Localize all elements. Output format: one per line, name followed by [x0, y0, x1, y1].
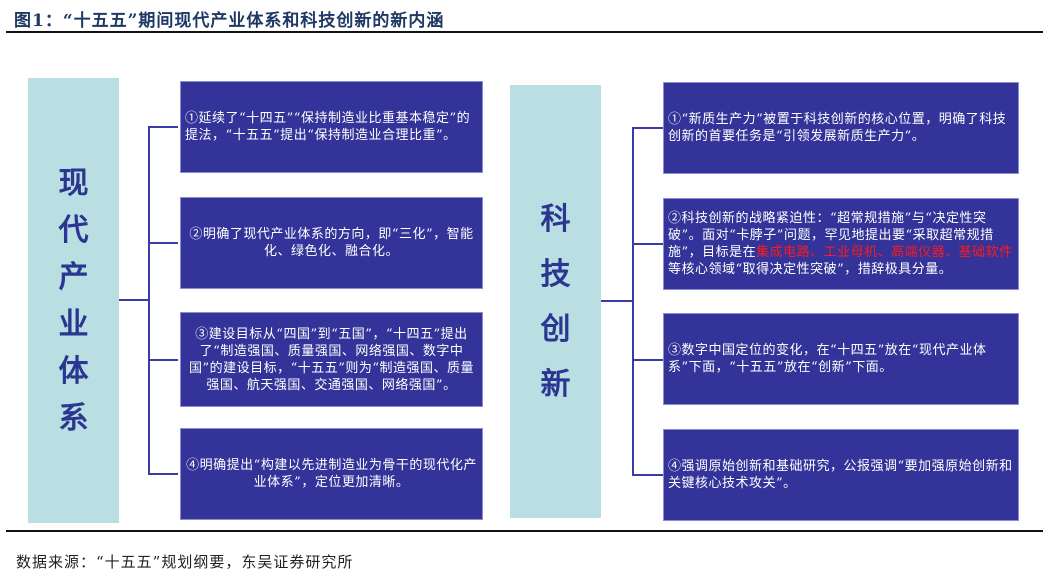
connector-branch — [632, 474, 663, 476]
label-modern-industrial-system: 现 代 产 业 体 系 — [28, 78, 119, 523]
item-text: ②科技创新的战略紧迫性：“超常规措施”与“决定性突破”。面对“卡脖子”问题，罕见… — [668, 210, 1014, 278]
label-char: 现 — [58, 165, 89, 201]
innovation-item-1: ①“新质生产力”被置于科技创新的核心位置，明确了科技创新的首要任务是“引领发展新… — [663, 82, 1019, 174]
label-tech-innovation: 科 技 创 新 — [510, 85, 601, 518]
connector-branch — [148, 359, 178, 361]
connector-branch — [148, 126, 178, 128]
connector-branch — [632, 243, 663, 245]
item-text: ①延续了“十四五”“保持制造业比重基本稳定”的提法，“十五五”提出“保持制造业合… — [185, 111, 471, 143]
industry-item-2: ②明确了现代产业体系的方向，即“三化”，智能化、绿色化、融合化。 — [180, 197, 483, 289]
connector-branch — [148, 242, 178, 244]
connector-stem — [601, 300, 633, 302]
connector-stem — [119, 299, 149, 301]
label-char: 技 — [540, 256, 571, 292]
item-text: ④强调原始创新和基础研究，公报强调“要加强原始创新和关键核心技术攻关”。 — [668, 459, 1013, 491]
item-text: ③数字中国定位的变化，在“十四五”放在“现代产业体系”下面，“十五五”放在“创新… — [668, 343, 987, 375]
label-char: 创 — [540, 311, 571, 347]
data-source-note: 数据来源：“十五五”规划纲要，东吴证券研究所 — [16, 553, 354, 571]
item-text: ①“新质生产力”被置于科技创新的核心位置，明确了科技创新的首要任务是“引领发展新… — [668, 112, 1007, 144]
connector-spine — [148, 126, 150, 474]
bottom-divider — [6, 530, 1043, 532]
item-text: ④明确提出“构建以先进制造业为骨干的现代化产业体系”，定位更加清晰。 — [186, 458, 477, 490]
innovation-item-4: ④强调原始创新和基础研究，公报强调“要加强原始创新和关键核心技术攻关”。 — [663, 429, 1019, 521]
label-char: 新 — [540, 366, 571, 402]
label-char: 代 — [58, 212, 89, 248]
industry-item-4: ④明确提出“构建以先进制造业为骨干的现代化产业体系”，定位更加清晰。 — [180, 428, 483, 520]
label-char: 业 — [58, 306, 89, 342]
highlight-key-fields: 集成电路、工业母机、高端仪器、基础软件 — [756, 245, 1013, 260]
connector-branch — [632, 127, 663, 129]
top-divider — [6, 31, 1043, 33]
item-text: ②明确了现代产业体系的方向，即“三化”，智能化、绿色化、融合化。 — [189, 227, 474, 259]
industry-item-3: ③建设目标从“四国”到“五国”，“十四五”提出了“制造强国、质量强国、网络强国、… — [180, 312, 483, 407]
connector-spine — [632, 127, 634, 476]
innovation-item-3: ③数字中国定位的变化，在“十四五”放在“现代产业体系”下面，“十五五”放在“创新… — [663, 313, 1019, 405]
item-text-after: 等核心领域“取得决定性突破”，措辞极具分量。 — [668, 262, 953, 277]
label-char: 科 — [540, 201, 571, 237]
innovation-item-2: ②科技创新的战略紧迫性：“超常规措施”与“决定性突破”。面对“卡脖子”问题，罕见… — [663, 198, 1019, 290]
label-char: 产 — [58, 259, 89, 295]
label-char: 体 — [58, 353, 89, 389]
connector-branch — [148, 473, 178, 475]
connector-branch — [632, 359, 663, 361]
item-text-before: ②科技创新的战略紧迫性：“超常规措施”与“决定性突破”。面对“卡脖子”问题，罕见… — [668, 211, 994, 260]
industry-item-1: ①延续了“十四五”“保持制造业比重基本稳定”的提法，“十五五”提出“保持制造业合… — [180, 81, 483, 173]
figure-title: 图1：“十五五”期间现代产业体系和科技创新的新内涵 — [14, 11, 445, 31]
item-text: ③建设目标从“四国”到“五国”，“十四五”提出了“制造强国、质量强国、网络强国、… — [188, 326, 475, 393]
label-char: 系 — [58, 400, 89, 436]
